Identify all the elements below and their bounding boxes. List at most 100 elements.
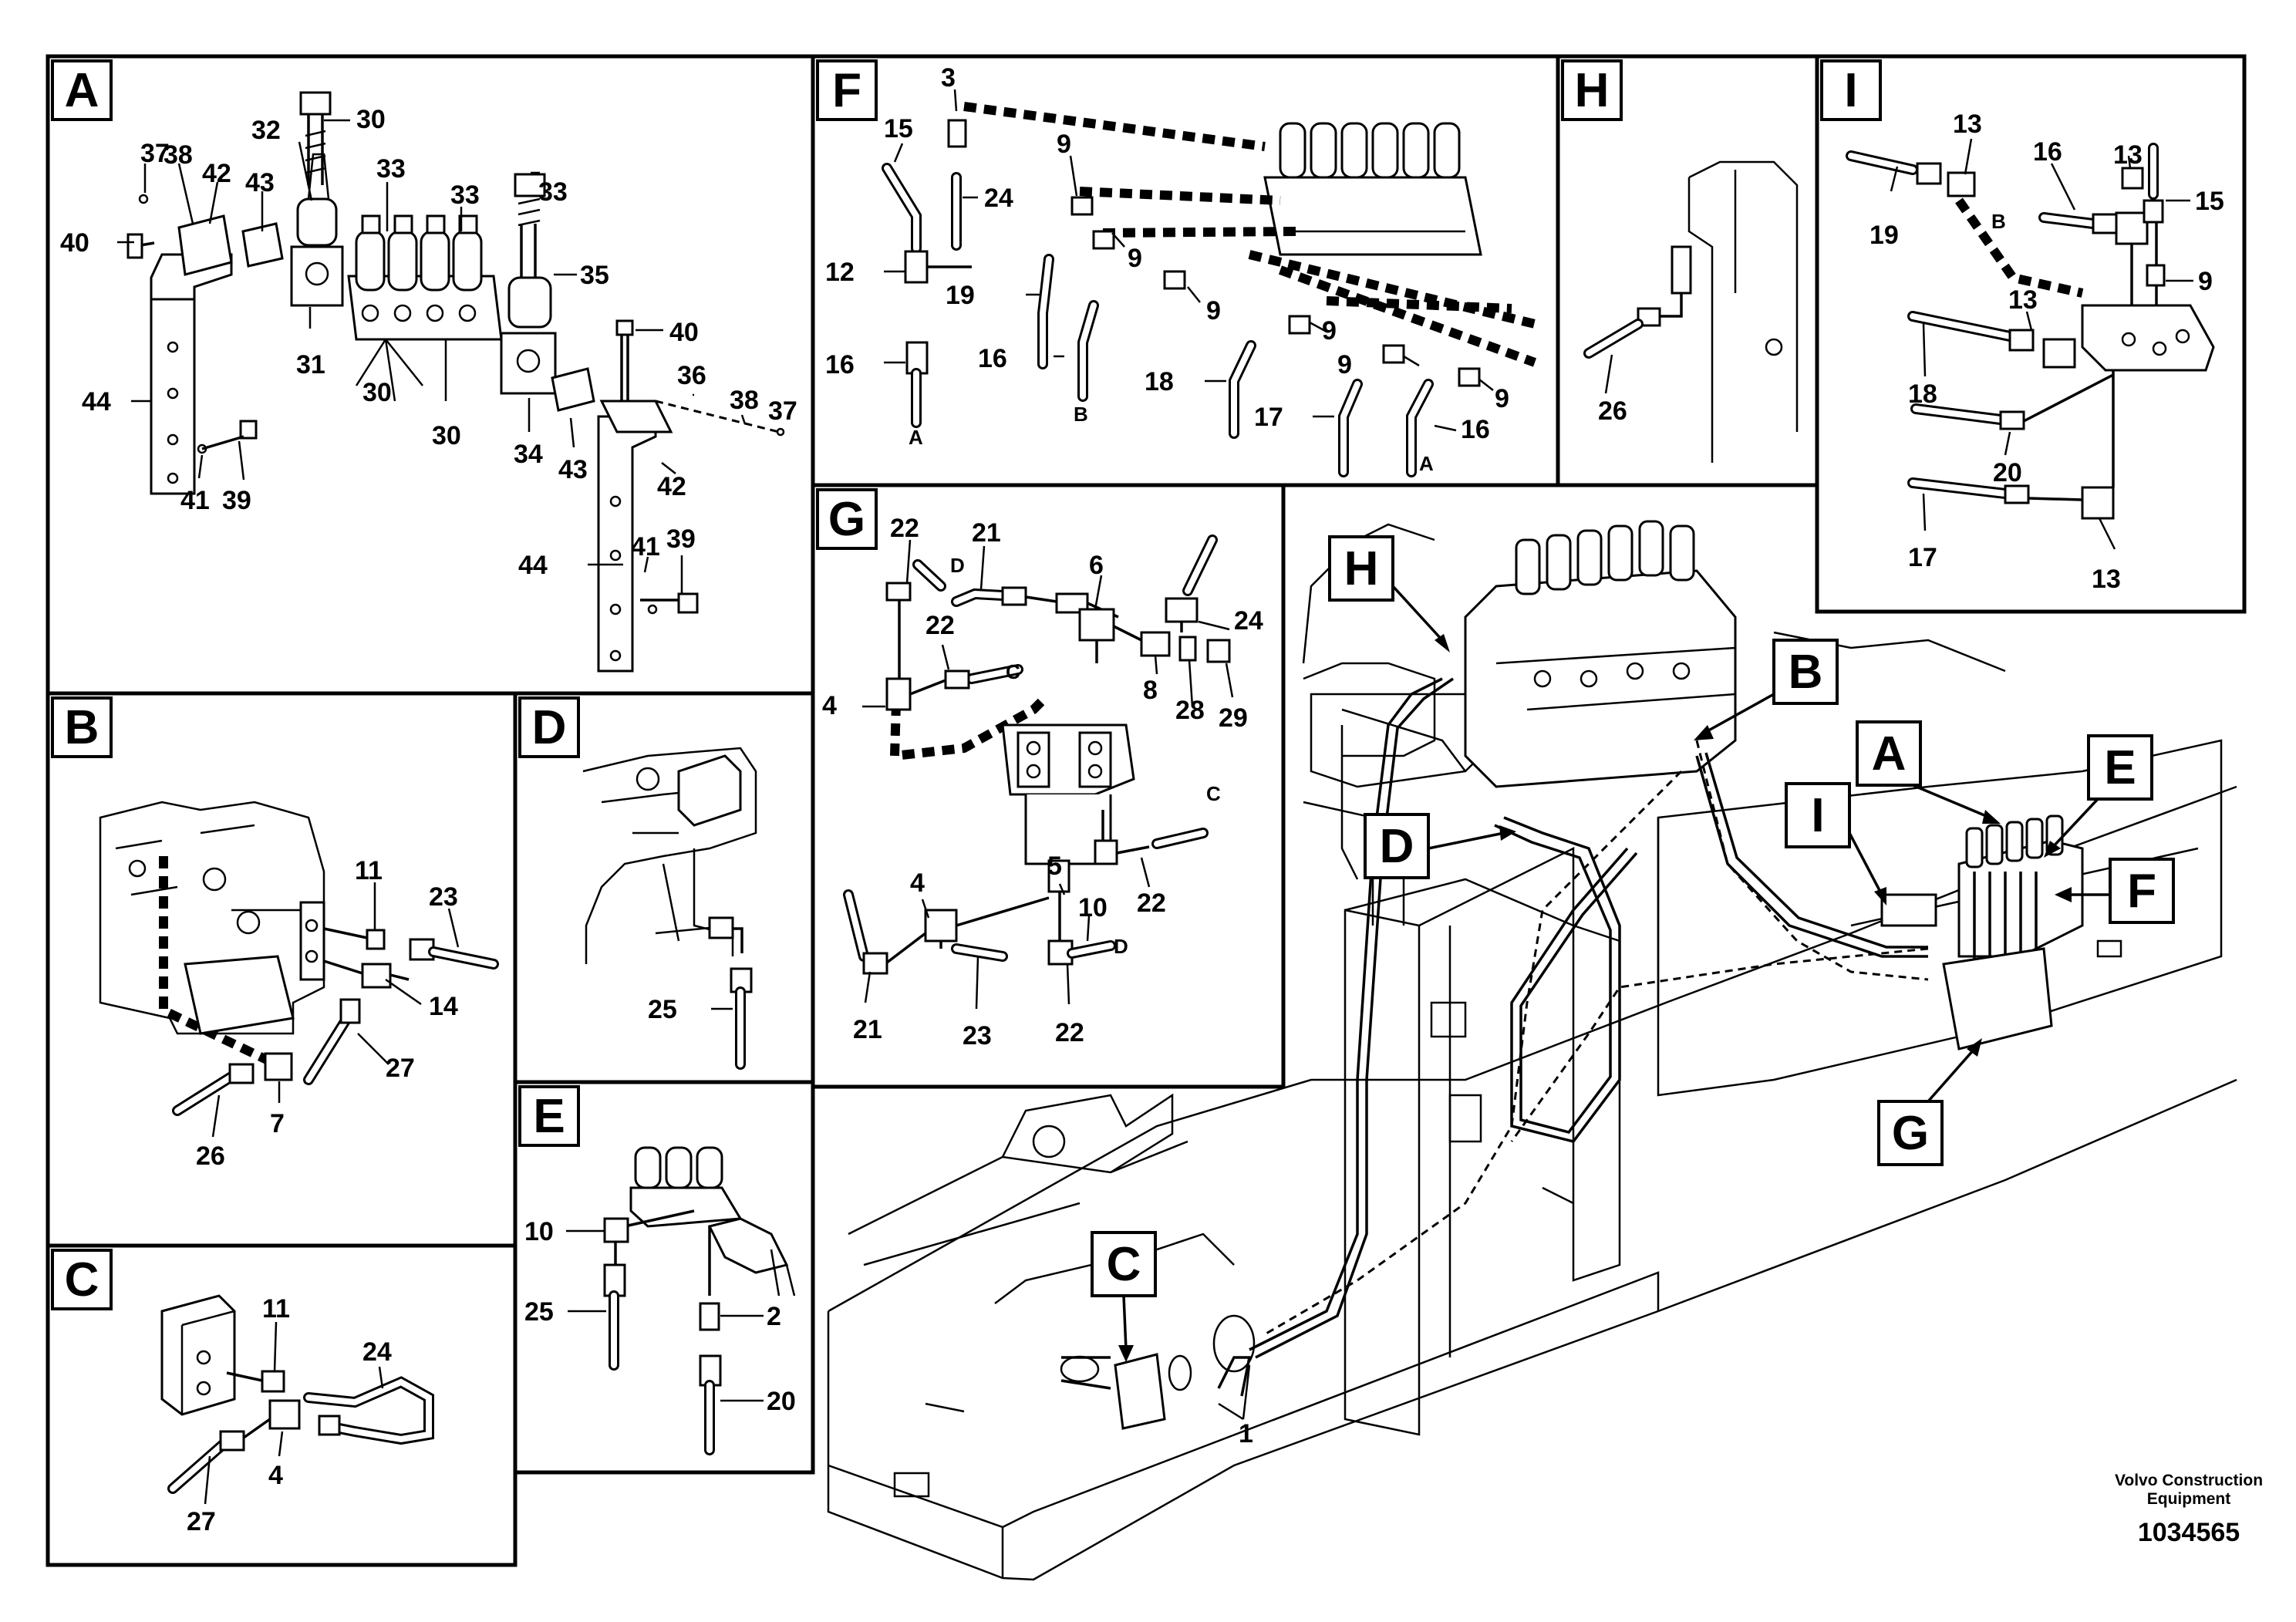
panel-e-labels-3: 20 bbox=[767, 1387, 796, 1416]
overview-labels: 1 bbox=[1218, 1364, 1253, 1448]
panel-f-labels-1: 15 bbox=[884, 114, 913, 143]
overview-callout-d: D bbox=[1364, 813, 1516, 879]
panel-letter-g: G bbox=[816, 488, 878, 550]
panel-i-ports-0: B bbox=[1991, 210, 2006, 233]
remote-valve-spools bbox=[1965, 814, 2064, 868]
panel-i-labels-4: 19 bbox=[1870, 221, 1899, 250]
panel-h-drawing bbox=[1583, 160, 1799, 463]
overview-callout-i: I bbox=[1785, 782, 1886, 905]
panel-a-labels-18: 44 bbox=[82, 387, 111, 416]
panel-i-labels-2: 13 bbox=[2113, 140, 2143, 170]
panel-f-letter-undefined: F bbox=[832, 64, 861, 117]
panel-c-labels-1: 24 bbox=[362, 1337, 392, 1367]
overview-callouts-3: E bbox=[2104, 741, 2136, 794]
panel-a-labels-2: 42 bbox=[202, 159, 231, 188]
overview-callouts-7: G bbox=[1892, 1107, 1929, 1160]
panel-i-labels-8: 20 bbox=[1993, 458, 2022, 487]
panel-d-labels-0: 25 bbox=[648, 995, 677, 1024]
panel-a-labels-24: 44 bbox=[518, 551, 548, 580]
panel-a-labels-19: 41 bbox=[180, 486, 210, 515]
panel-b-labels: 11 23 14 27 26 7 bbox=[196, 856, 460, 1171]
panel-a-labels-21: 34 bbox=[514, 440, 543, 469]
panel-d-drawing bbox=[582, 747, 757, 1070]
panel-f-labels-11: 9 bbox=[1337, 350, 1352, 379]
panel-g-labels-15: 22 bbox=[1055, 1018, 1084, 1047]
panel-f-ports-1: B bbox=[1074, 403, 1088, 426]
panel-e-labels-1: 25 bbox=[524, 1297, 554, 1327]
panel-f-labels-7: 9 bbox=[1206, 296, 1221, 325]
panel-b-drawing bbox=[99, 801, 499, 1116]
panel-g-ports-0: D bbox=[950, 554, 965, 577]
panel-f-labels-4: 12 bbox=[825, 258, 855, 287]
panel-a-labels-20: 39 bbox=[222, 486, 251, 515]
panel-letter-f: F bbox=[816, 59, 878, 121]
panel-g-labels-6: 8 bbox=[1143, 676, 1158, 705]
panel-b-labels-5: 7 bbox=[270, 1109, 285, 1138]
panel-g-labels-4: 22 bbox=[925, 611, 955, 640]
panel-d-letter-undefined: D bbox=[532, 701, 567, 754]
overview-callout-a: A bbox=[1856, 720, 2001, 824]
panel-g-labels-12: 22 bbox=[1137, 889, 1166, 918]
panel-g-labels-9: 5 bbox=[1047, 851, 1062, 881]
panel-i-labels-7: 18 bbox=[1908, 379, 1937, 409]
panel-f-labels: 3 15 9 24 12 9 19 9 16 9 18 9 16 17 9 16… bbox=[825, 63, 1509, 475]
panel-a-labels-1: 38 bbox=[164, 140, 193, 170]
panel-a-labels-17: 37 bbox=[768, 396, 797, 426]
panel-i-labels-3: 15 bbox=[2195, 187, 2224, 216]
panel-a-labels-10: 31 bbox=[296, 350, 325, 379]
panel-g-ports-3: D bbox=[1114, 935, 1128, 958]
panel-h-letter-undefined: H bbox=[1575, 64, 1610, 117]
panel-g-labels-8: 29 bbox=[1219, 703, 1248, 733]
panel-b-labels-4: 26 bbox=[196, 1141, 225, 1171]
overview-callout-c: C bbox=[1091, 1231, 1157, 1362]
panel-i-labels: 13 16 13 15 19 9 13 18 20 17 13 B bbox=[1870, 110, 2224, 594]
panel-g-labels-2: 6 bbox=[1089, 551, 1104, 580]
panel-c-letter-undefined: C bbox=[65, 1253, 99, 1307]
footer-brand-line2: Equipment bbox=[2147, 1490, 2231, 1508]
panel-i-drawing bbox=[1846, 143, 2215, 520]
panel-h-labels-0: 26 bbox=[1598, 396, 1627, 426]
panel-e-drawing bbox=[603, 1146, 796, 1455]
panel-letter-a: A bbox=[51, 59, 113, 121]
overview-callouts-1: B bbox=[1789, 646, 1823, 699]
panel-e-letter-undefined: E bbox=[533, 1090, 565, 1143]
panel-a-labels-0: 37 bbox=[140, 139, 170, 168]
panel-f-labels-15: 16 bbox=[1461, 415, 1490, 444]
panel-b-labels-2: 14 bbox=[429, 992, 458, 1021]
panel-a-labels-7: 33 bbox=[450, 180, 480, 210]
panel-c-labels: 11 24 4 27 bbox=[187, 1294, 392, 1536]
panel-letter-i: I bbox=[1820, 59, 1882, 121]
panel-d-labels: 25 bbox=[648, 995, 733, 1024]
panel-a-labels-25: 41 bbox=[631, 532, 660, 561]
panel-i-labels-1: 16 bbox=[2033, 137, 2062, 167]
valve-spools bbox=[1515, 520, 1695, 595]
panel-i-labels-9: 17 bbox=[1908, 543, 1937, 572]
overview-callout-e: E bbox=[2044, 734, 2153, 858]
panel-a-labels-4: 32 bbox=[251, 116, 281, 145]
panel-b-letter-undefined: B bbox=[65, 701, 99, 754]
panel-f-labels-6: 19 bbox=[946, 281, 975, 310]
drawing-number: 1034565 bbox=[2138, 1518, 2240, 1547]
footer-block: Volvo Construction Equipment 1034565 bbox=[2115, 1472, 2263, 1547]
panel-g-ports-1: C bbox=[1006, 660, 1020, 683]
overview-callouts-8: C bbox=[1107, 1238, 1141, 1291]
panel-a-labels-5: 30 bbox=[356, 105, 386, 134]
panel-f-labels-14: 9 bbox=[1495, 384, 1509, 413]
panel-a-labels-22: 43 bbox=[558, 455, 588, 484]
panel-f-labels-12: 16 bbox=[825, 350, 855, 379]
panel-a-labels-13: 35 bbox=[580, 261, 609, 290]
panel-a-labels-14: 40 bbox=[669, 318, 699, 347]
panel-g-labels-7: 28 bbox=[1175, 696, 1205, 725]
panel-b-labels-0: 11 bbox=[355, 856, 383, 885]
overview-callouts-5: F bbox=[2127, 865, 2156, 918]
panel-f-labels-10: 18 bbox=[1145, 367, 1174, 396]
panel-c-labels-2: 4 bbox=[268, 1461, 283, 1490]
panel-a-labels-8: 33 bbox=[538, 177, 568, 207]
panel-a-drawing bbox=[126, 91, 785, 673]
panel-a-labels-23: 42 bbox=[657, 472, 686, 501]
overview-callout-h: H bbox=[1328, 535, 1450, 653]
panel-a-labels: 37 38 42 43 32 30 33 33 33 40 31 30 30 3… bbox=[60, 105, 797, 594]
panel-g-labels-5: 4 bbox=[822, 691, 837, 720]
panel-g-ports-2: C bbox=[1206, 782, 1221, 805]
